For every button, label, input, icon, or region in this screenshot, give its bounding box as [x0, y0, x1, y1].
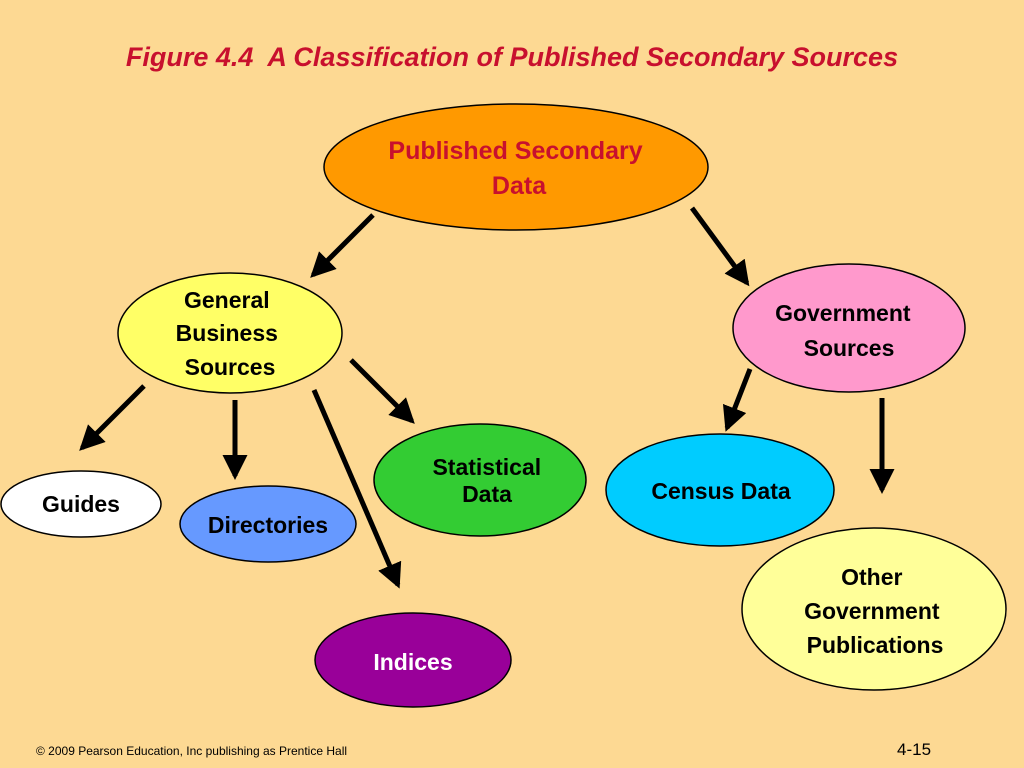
node-label: Other: [841, 564, 902, 590]
node-guides: Guides: [0, 470, 162, 538]
svg-text:Guides: Guides: [42, 491, 120, 517]
node-label: Indices: [373, 649, 452, 675]
node-published-secondary-data: Published Secondary Data: [323, 103, 709, 231]
page-title: Figure 4.4 A Classification of Published…: [125, 42, 899, 72]
node-other-government-publications: Other Government Publications: [741, 527, 1007, 691]
node-directories: Directories: [179, 485, 357, 563]
arrow-root-to-government: [689, 206, 750, 287]
page-number: 4-15: [897, 740, 932, 759]
node-government-sources: Government Sources: [732, 263, 966, 393]
copyright-notice: © 2009 Pearson Education, Inc publishing…: [36, 744, 348, 758]
node-label: Published Secondary: [388, 137, 642, 165]
node-indices: Indices: [314, 612, 512, 708]
arrows: [79, 206, 895, 589]
node-label: Sources: [185, 354, 276, 380]
arrow-general-to-indices: [311, 389, 402, 589]
node-label: Data: [492, 172, 547, 200]
arrow-general-to-guides: [79, 384, 146, 451]
node-label: Publications: [807, 632, 944, 658]
svg-text:Government Sources: Government Sources: [775, 300, 917, 361]
node-label: General: [184, 287, 270, 313]
svg-text:Published Secondary Data: Published Secondary Data: [388, 137, 649, 200]
node-label: Government: [775, 300, 911, 326]
node-label: Guides: [42, 491, 120, 517]
node-label: Directories: [208, 512, 328, 538]
node-label: Statistical: [432, 454, 541, 480]
arrow-general-to-statistical: [349, 358, 415, 424]
svg-text:Directories: Directories: [208, 512, 328, 538]
arrow-root-to-general: [310, 213, 375, 278]
node-statistical-data: Statistical Data: [373, 423, 587, 537]
node-label: Sources: [804, 335, 895, 361]
svg-text:Census Data: Census Data: [651, 478, 791, 504]
svg-text:Other Government P: Other Government Publications: [804, 564, 946, 658]
node-label: Data: [462, 481, 512, 507]
svg-text:Statistical Data: Statistical Data: [432, 454, 547, 507]
node-label: Government: [804, 598, 940, 624]
svg-text:Indices: Indices: [373, 649, 452, 675]
arrow-government-to-census: [722, 368, 753, 432]
node-label: Business: [176, 320, 278, 346]
node-census-data: Census Data: [605, 433, 835, 547]
svg-text:General Business S: General Business Sources: [176, 287, 285, 380]
node-general-business-sources: General Business Sources: [117, 272, 343, 394]
node-label: Census Data: [651, 478, 791, 504]
